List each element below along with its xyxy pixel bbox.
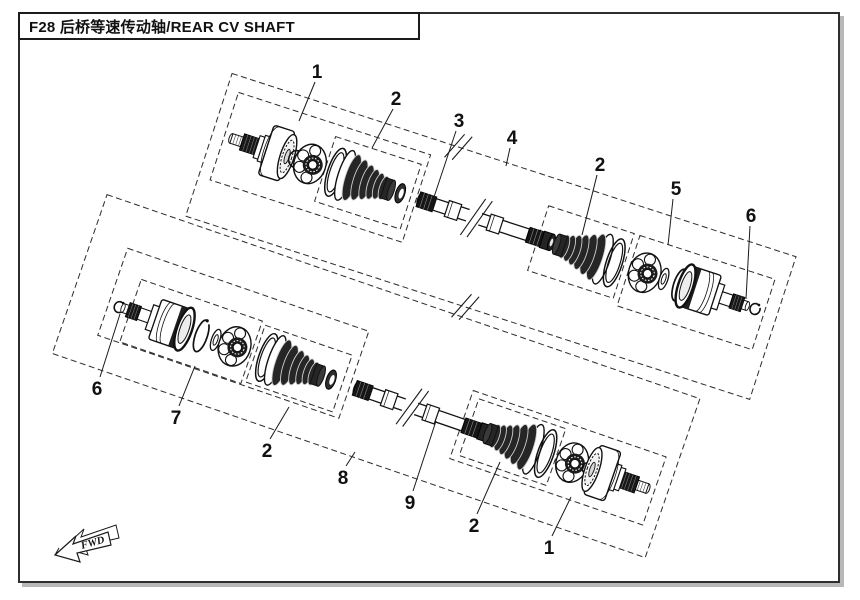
lower-cv-shaft-assembly [51, 193, 701, 559]
cv-boot [329, 147, 403, 217]
drive-shaft [409, 178, 553, 262]
page-title: F28 后桥等速传动轴/REAR CV SHAFT [29, 18, 295, 36]
circlip-small [747, 300, 763, 317]
assembly-group-box-4 [185, 72, 797, 401]
callout-1-upper: 1 [312, 62, 323, 83]
callout-labels: 1 2 3 4 2 5 6 6 7 2 8 9 2 1 [92, 62, 757, 559]
callout-9: 9 [405, 493, 416, 514]
inner-joint-outer-box [97, 247, 370, 419]
fwd-direction-marker: FWD [53, 524, 120, 563]
callout-8: 8 [338, 468, 349, 489]
upper-cv-shaft-assembly [185, 72, 797, 401]
assembly-group-box-8 [51, 193, 701, 559]
callout-1-lower: 1 [544, 538, 555, 559]
callout-2-upper-right: 2 [595, 155, 606, 176]
inner-cv-joint-housing [112, 284, 201, 355]
fwd-arrow [53, 531, 112, 563]
outer-cv-joint-housing [576, 441, 659, 515]
callout-7: 7 [171, 408, 182, 429]
break-mark [444, 133, 473, 161]
callout-2-upper-left: 2 [391, 89, 402, 110]
page-border [18, 12, 840, 583]
callout-5: 5 [671, 179, 682, 200]
outer-cv-joint-housing [220, 112, 303, 185]
callout-2-lower-right: 2 [469, 516, 480, 537]
callout-3: 3 [454, 111, 465, 132]
cv-boot [545, 217, 619, 287]
callout-6-lower: 6 [92, 379, 103, 400]
cv-boot [259, 332, 334, 403]
break-mark [451, 293, 480, 321]
title-block: F28 后桥等速传动轴/REAR CV SHAFT [18, 12, 420, 40]
callout-4: 4 [507, 128, 518, 149]
boot-kit-box-2b [527, 205, 635, 299]
callout-2-lower-left: 2 [262, 441, 273, 462]
leader-lines [99, 81, 751, 537]
inner-cv-joint-housing [670, 261, 758, 330]
boot-kit-box-2 [313, 135, 422, 230]
callout-6-upper: 6 [746, 206, 757, 227]
